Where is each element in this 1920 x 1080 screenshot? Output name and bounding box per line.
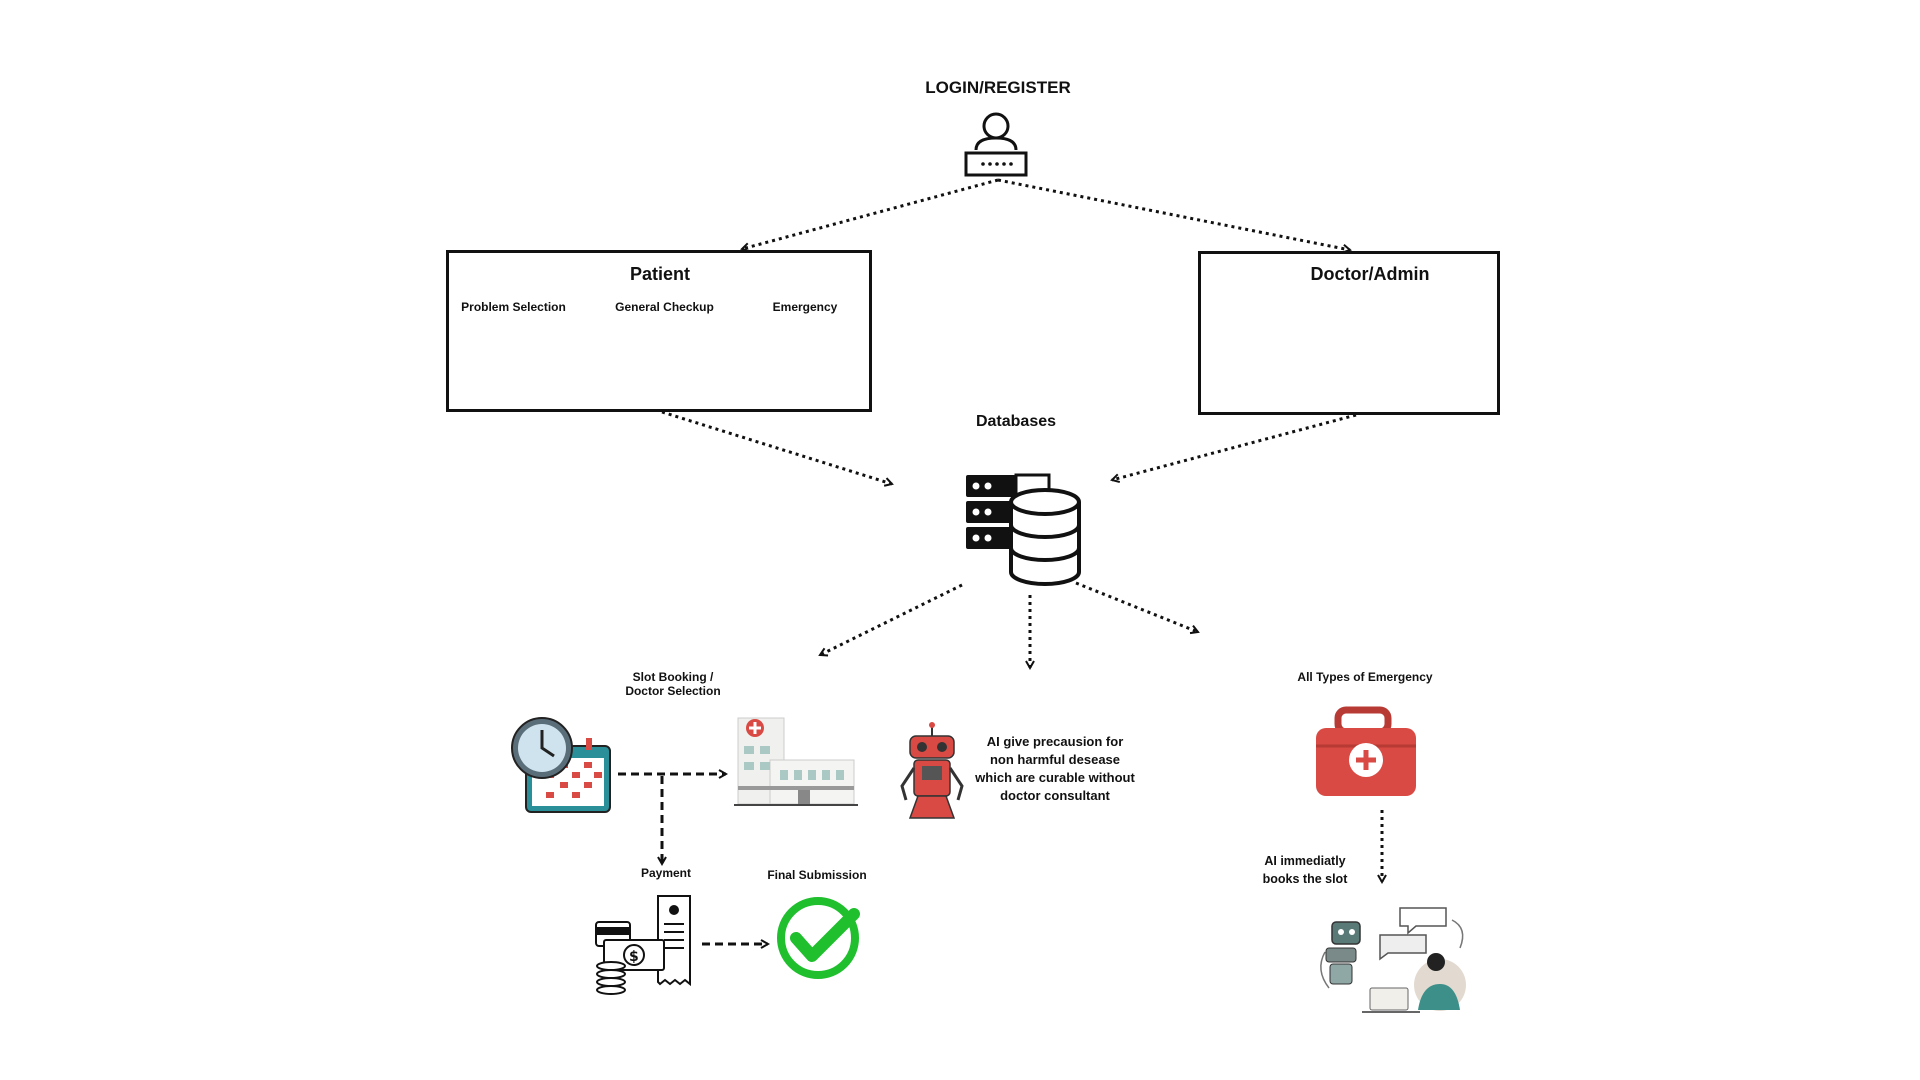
ai-books-slot-label: AI immediatly books the slot [1262, 854, 1348, 887]
arrow-login-doctor [997, 178, 1350, 250]
emergency-kit-icon [1316, 706, 1416, 796]
emergency-label: Emergency [772, 300, 838, 314]
svg-text:$: $ [629, 949, 639, 965]
check-circle-icon [777, 897, 860, 979]
arrow-login-patient [742, 178, 999, 249]
calendar-clock-icon [511, 717, 611, 813]
final-submission-label: Final Submission [767, 868, 867, 882]
patient-box [446, 250, 872, 412]
database-server-icon [966, 473, 1081, 586]
problem-selection-label: Problem Selection [461, 300, 566, 314]
general-checkup-label: General Checkup [615, 300, 714, 314]
login-register-label: LOGIN/REGISTER [925, 78, 1071, 97]
arrow-patient-db [661, 410, 892, 484]
doctor-admin-title: Doctor/Admin [1310, 264, 1430, 284]
all-emergency-label: All Types of Emergency [1297, 670, 1433, 684]
arrow-db-emergency [1075, 581, 1198, 632]
ai-precaution-label: AI give precausion for non harmful desea… [975, 734, 1135, 803]
payment-label: Payment [640, 866, 692, 880]
login-user-icon [964, 112, 1028, 177]
hospital-icon [734, 717, 858, 806]
arrow-doctor-db [1112, 413, 1357, 480]
databases-label: Databases [975, 413, 1057, 430]
patient-title: Patient [629, 264, 690, 284]
ai-booking-illustration [1320, 907, 1466, 1013]
payment-icon: $ [595, 895, 691, 995]
arrow-db-slot [820, 583, 963, 655]
doctor-admin-box [1198, 251, 1500, 415]
robot-icon [900, 722, 964, 819]
slot-booking-label: Slot Booking / Doctor Selection [625, 670, 721, 699]
